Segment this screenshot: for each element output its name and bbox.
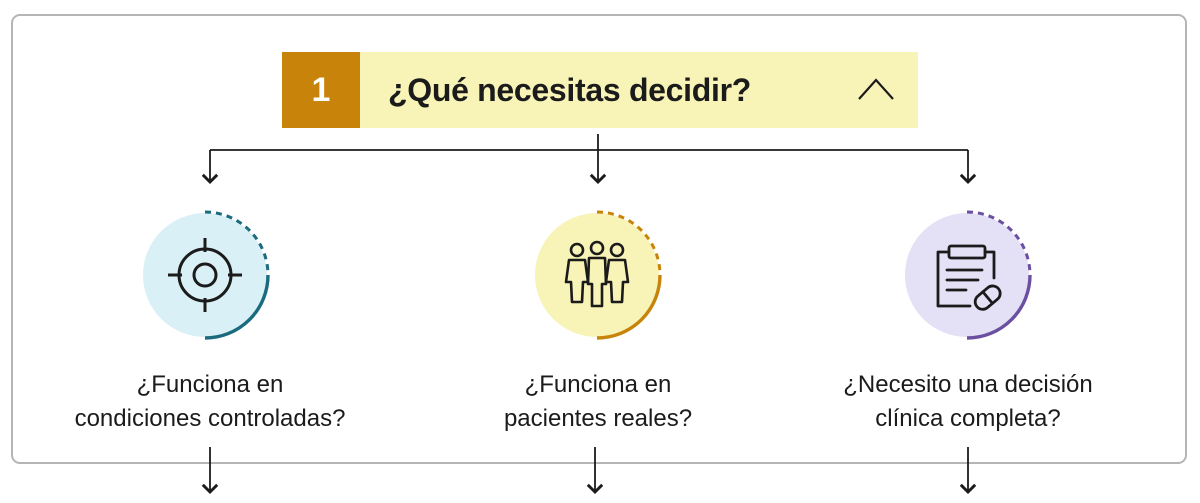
- chevron-up-icon[interactable]: [856, 74, 896, 104]
- target-crosshair-icon: [168, 238, 242, 312]
- group-of-people-icon: [564, 240, 630, 308]
- option-clinical-decision-icon-circle[interactable]: [900, 208, 1034, 342]
- step-question: ¿Qué necesitas decidir?: [388, 71, 752, 108]
- option-controlled-icon-circle[interactable]: [138, 208, 272, 342]
- clipboard-pill-icon: [936, 244, 1002, 311]
- option-real-patients-label: ¿Funciona en pacientes reales?: [503, 371, 693, 432]
- option-real-patients-icon-circle[interactable]: [530, 208, 664, 342]
- step-header[interactable]: 1 ¿Qué necesitas decidir?: [282, 52, 918, 128]
- option-clinical-decision-label: ¿Necesito una decisión clínica completa?: [843, 371, 1093, 432]
- option-controlled-label: ¿Funciona en condiciones controladas?: [74, 371, 346, 432]
- step-number: 1: [282, 52, 360, 128]
